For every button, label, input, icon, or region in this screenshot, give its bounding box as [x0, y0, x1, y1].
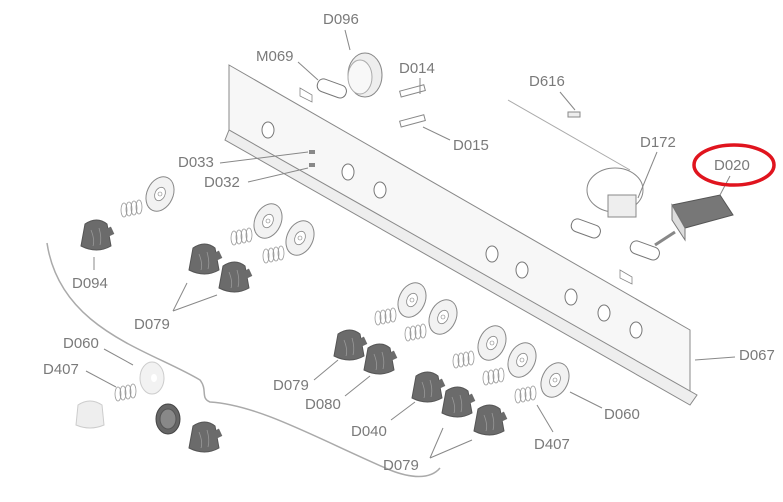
part-label-m069[interactable]: M069	[256, 48, 294, 65]
disc	[248, 198, 288, 244]
part-label-d079[interactable]: D079	[383, 457, 419, 474]
part-label-d015[interactable]: D015	[453, 137, 489, 154]
spring	[230, 227, 253, 246]
disc	[472, 320, 512, 366]
indicator-lamps-d014-d015	[399, 84, 426, 128]
sensor-d616	[507, 99, 631, 171]
disc	[280, 215, 320, 261]
spring	[482, 367, 505, 386]
inset-parts	[75, 361, 223, 453]
part-label-d407[interactable]: D407	[534, 436, 570, 453]
part-label-d079[interactable]: D079	[134, 316, 170, 333]
part-label-d014[interactable]: D014	[399, 60, 435, 77]
knob-d040	[411, 371, 446, 403]
part-label-d616[interactable]: D616	[529, 73, 565, 90]
knob-d079	[441, 386, 476, 418]
part-label-d079[interactable]: D079	[273, 377, 309, 394]
part-label-d040[interactable]: D040	[351, 423, 387, 440]
knob-d079	[473, 404, 508, 436]
part-label-d096[interactable]: D096	[323, 11, 359, 28]
knob-d094	[80, 219, 115, 251]
part-label-d020[interactable]: D020	[714, 157, 750, 174]
selector-switch-d020	[629, 194, 734, 261]
timer-d096	[347, 52, 383, 98]
part-label-d094[interactable]: D094	[72, 275, 108, 292]
knob-d079	[218, 261, 253, 293]
part-label-d407[interactable]: D407	[43, 361, 79, 378]
part-label-d032[interactable]: D032	[204, 174, 240, 191]
disc	[392, 277, 432, 323]
disc	[423, 294, 463, 340]
control-panel-d067	[224, 64, 698, 406]
knob-d080	[363, 343, 398, 375]
highlight-circle	[692, 143, 776, 187]
disc	[502, 337, 542, 383]
disc-d060	[535, 357, 575, 403]
knob-d079	[333, 329, 368, 361]
spring-d407	[514, 385, 537, 404]
spring	[452, 350, 475, 369]
part-label-d060[interactable]: D060	[604, 406, 640, 423]
part-label-d080[interactable]: D080	[305, 396, 341, 413]
spring	[374, 307, 397, 326]
part-label-d067[interactable]: D067	[739, 347, 775, 364]
bezel-m069	[316, 78, 347, 99]
spring	[404, 323, 427, 342]
spring	[262, 245, 285, 264]
disc	[140, 171, 180, 217]
part-label-d172[interactable]: D172	[640, 134, 676, 151]
screws-d033-d032	[309, 150, 315, 167]
thermostat-d172	[570, 167, 644, 239]
knob-d079	[188, 243, 223, 275]
leader-lines	[85, 29, 736, 459]
inset-outline	[46, 242, 441, 478]
spring	[120, 199, 143, 218]
part-label-d033[interactable]: D033	[178, 154, 214, 171]
part-label-d060[interactable]: D060	[63, 335, 99, 352]
